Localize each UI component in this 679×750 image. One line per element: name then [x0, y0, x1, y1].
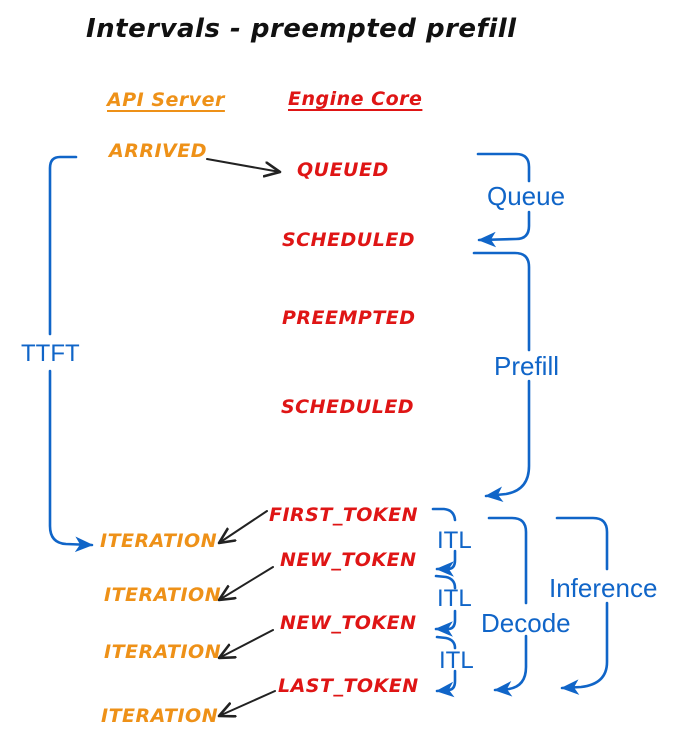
event-scheduled-1: SCHEDULED: [282, 229, 416, 251]
itl-bracket-3: [435, 635, 457, 698]
diagram-title: Intervals - preempted prefill: [86, 14, 517, 44]
event-arrived: ARRIVED: [109, 140, 207, 162]
interval-label-queue: Queue: [487, 181, 566, 211]
interval-label-prefill: Prefill: [494, 351, 560, 381]
interval-label-decode: Decode: [481, 608, 571, 638]
new-token1-to-iteration-arrow: [219, 566, 274, 600]
event-new-token-2: NEW_TOKEN: [280, 612, 417, 634]
ttft-bracket: [48, 155, 94, 553]
queue-bracket: [476, 152, 531, 248]
api-server-column-header: API Server: [107, 89, 225, 111]
engine-core-column-header: Engine Core: [288, 88, 423, 110]
event-preempted: PREEMPTED: [282, 307, 416, 329]
event-iteration-3: ITERATION: [104, 641, 222, 663]
event-queued: QUEUED: [297, 159, 389, 181]
event-last-token: LAST_TOKEN: [278, 675, 419, 697]
event-first-token: FIRST_TOKEN: [269, 504, 419, 526]
arrived-to-queued-arrow: [206, 158, 280, 172]
first-token-to-iteration-arrow: [219, 510, 268, 543]
prefill-bracket: [472, 251, 531, 503]
event-iteration-1: ITERATION: [100, 530, 218, 552]
event-new-token-1: NEW_TOKEN: [280, 549, 417, 571]
event-iteration-2: ITERATION: [104, 584, 222, 606]
interval-label-itl-3: ITL: [439, 647, 474, 674]
interval-label-itl-2: ITL: [437, 585, 472, 612]
interval-label-inference: Inference: [549, 573, 658, 603]
interval-label-itl-1: ITL: [437, 527, 472, 554]
event-iteration-4: ITERATION: [101, 705, 219, 727]
interval-label-ttft: TTFT: [21, 340, 80, 367]
new-token2-to-iteration-arrow: [219, 629, 274, 658]
itl-bracket-1: [431, 507, 457, 577]
last-token-to-iteration-arrow: [219, 690, 276, 716]
event-scheduled-2: SCHEDULED: [281, 396, 415, 418]
decode-bracket: [487, 516, 528, 697]
inference-bracket: [555, 516, 609, 695]
itl-bracket-2: [434, 574, 457, 637]
